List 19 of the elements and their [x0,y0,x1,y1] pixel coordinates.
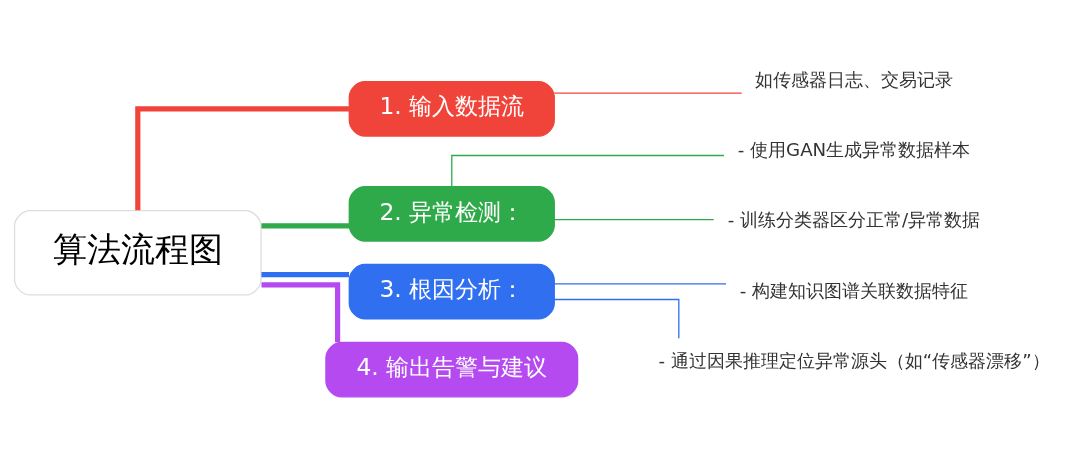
node-box: 2. 异常检测： [348,186,555,242]
node-text: - 通过因果推理定位异常源头（如“传感器漂移”） [658,349,1050,371]
connector [553,219,715,221]
node-box: 算法流程图 [13,210,262,296]
connector [261,223,349,229]
connector [553,92,743,94]
node-text: 如传感器日志、交易记录 [754,69,953,91]
connector [451,154,725,188]
node-box: 3. 根因分析： [348,263,555,320]
connector [553,283,727,285]
node-text: - 使用GAN生成异常数据样本 [737,139,971,161]
node-box: 4. 输出告警与建议 [325,341,579,398]
connector [261,272,349,278]
connector [553,298,680,339]
connector [135,106,349,211]
node-box: 1. 输入数据流 [348,80,555,137]
node-text: - 训练分类器区分正常/异常数据 [727,209,981,231]
connector [261,282,341,343]
node-text: - 构建知识图谱关联数据特征 [739,279,969,301]
